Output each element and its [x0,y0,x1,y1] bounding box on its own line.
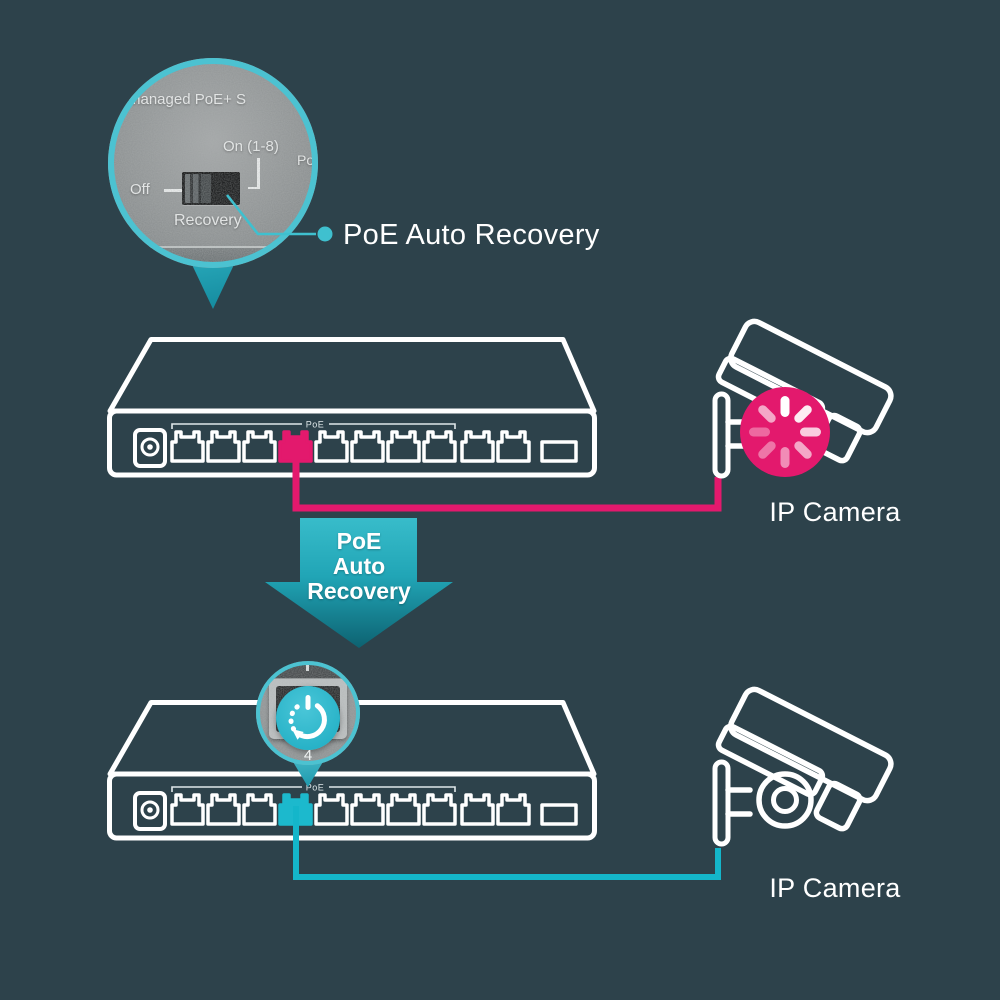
loading-spinner [740,387,830,477]
poe-auto-recovery-callout-label: PoE Auto Recovery [343,219,600,251]
uplink-port-2 [496,430,531,463]
zoom-bubble-ring [108,58,318,268]
power-jack-pin [147,807,153,813]
switch-top-face [107,337,597,414]
camera-hood [715,723,826,798]
arrow-label-line3: Recovery [307,578,411,604]
uplink-port-1 [460,793,495,826]
rj45-port-3 [242,793,277,826]
rj45-port-4-connected [278,793,313,826]
ip-camera-bottom [712,686,894,847]
rj45-port-5 [314,793,349,826]
power-jack [133,428,167,468]
camera-lens-ring [756,771,814,829]
arrow-label-line1: PoE [336,528,382,554]
camera-mount-pole [712,759,731,847]
poe-group-label: PoE [306,420,325,430]
spinner-spoke [780,447,790,468]
rj45-port-2 [206,430,241,463]
rj45-port-7 [386,793,421,826]
switch-top-face [107,700,597,777]
spinner-spoke [800,427,821,437]
poe-group-bracket [171,786,456,792]
camera-mount-arm [725,787,753,817]
camera-mount-pole [712,391,731,479]
ip-camera-label-top: IP Camera [769,497,901,527]
uplink-port-2 [496,793,531,826]
rj45-port-5 [314,430,349,463]
power-jack [133,791,167,831]
rj45-port-2 [206,793,241,826]
spinner-spoke [758,441,776,459]
spinner-spoke [794,441,812,459]
poe-switch-top: PoE [107,337,597,478]
camera-housing [728,686,894,804]
camera-lens [771,786,799,814]
callout-dot [317,226,333,242]
rj45-port-6 [350,430,385,463]
spinner-spoke [794,405,812,423]
spinner-spoke [749,427,770,437]
rj45-port-1 [170,430,205,463]
power-jack-pin [147,444,153,450]
rj45-port-8 [422,793,457,826]
sfp-port [540,440,578,463]
ip-camera-label-bottom: IP Camera [769,873,901,903]
camera-bracket [813,780,863,832]
arrow-label-line2: Auto [332,553,386,579]
rj45-port-6 [350,793,385,826]
power-jack-ring [140,800,160,820]
rj45-port-7 [386,430,421,463]
spinner-spoke [780,396,790,417]
rj45-port-8 [422,430,457,463]
port-zoom-ring [256,661,360,765]
poe-group-label: PoE [306,783,325,793]
rj45-port-3 [242,430,277,463]
rj45-port-4-connected [278,430,313,463]
poe-group-bracket [171,423,456,429]
sfp-port [540,803,578,826]
power-jack-ring [140,437,160,457]
spinner-spoke [758,405,776,423]
poe-auto-recovery-arrow: PoE Auto Recovery [265,518,453,648]
ip-camera-top [712,318,894,479]
uplink-port-1 [460,430,495,463]
camera-body [715,686,894,832]
rj45-port-1 [170,793,205,826]
